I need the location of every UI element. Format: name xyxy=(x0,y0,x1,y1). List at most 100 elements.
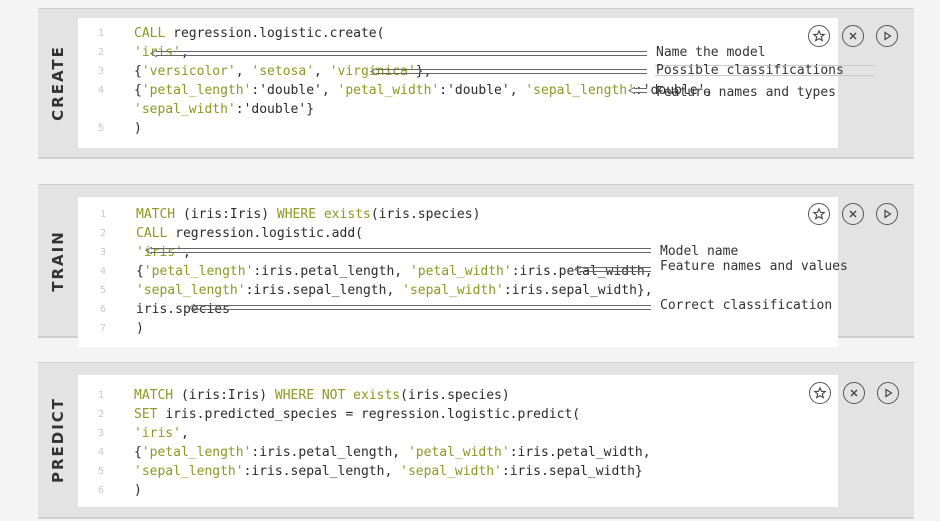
string-token: 'iris' xyxy=(134,426,181,441)
train-annotation-model: Model name xyxy=(660,244,739,259)
create-panel: CREATE 1 CALL regression.logistic.create(… xyxy=(38,8,914,159)
create-code-box[interactable]: 1 CALL regression.logistic.create( 2 'iris'… xyxy=(78,18,838,148)
line-number: 4 xyxy=(99,266,106,277)
code-line: 'sepal_width':'double'} xyxy=(78,100,818,119)
close-icon[interactable] xyxy=(842,203,864,225)
code-line: 7) xyxy=(78,319,818,338)
code-text: MATCH (iris:Iris) WHERE NOT exists(iris.… xyxy=(134,386,510,405)
play-icon[interactable] xyxy=(877,382,899,404)
code-token: { xyxy=(136,264,144,279)
string-token: 'sepal_length' xyxy=(525,83,635,98)
code-token: iris.predicted_species = regression.logi… xyxy=(165,407,581,422)
code-token: :iris.sepal_width} xyxy=(501,464,643,479)
code-text: 'iris', xyxy=(134,424,189,443)
code-line: 4{'petal_length':'double', 'petal_width'… xyxy=(78,81,818,100)
code-line: 1 MATCH (iris:Iris) WHERE NOT exists(iris… xyxy=(78,386,818,405)
code-token: (iris.species) xyxy=(370,207,481,222)
line-number: 5 xyxy=(97,466,104,477)
keyword-token: exists xyxy=(353,388,401,403)
line-number: 5 xyxy=(99,285,106,296)
code-token: regression.logistic.add( xyxy=(175,226,363,241)
create-annotation-features: Feature names and types xyxy=(656,85,837,100)
code-token: ) xyxy=(136,321,144,336)
code-token: , xyxy=(180,45,189,60)
play-icon[interactable] xyxy=(876,25,898,47)
line-number: 2 xyxy=(97,47,104,58)
line-number: 4 xyxy=(97,85,104,96)
create-arrow-features xyxy=(628,86,647,95)
line-number: 1 xyxy=(97,28,104,39)
code-token: :'double'} xyxy=(235,102,315,117)
code-token: { xyxy=(134,64,142,79)
code-line: 5 'sepal_length':iris.sepal_length, 'sepa… xyxy=(78,281,818,300)
code-token: (iris.species) xyxy=(400,388,510,403)
code-token: :'double', xyxy=(251,83,338,98)
create-arrow-model xyxy=(150,49,647,58)
line-number: 1 xyxy=(97,390,104,401)
keyword-token: SET xyxy=(134,407,166,422)
code-text: ) xyxy=(134,119,142,138)
code-token: }, xyxy=(415,64,432,79)
code-line: 3'iris', xyxy=(78,424,818,443)
string-token: 'petal_width' xyxy=(337,83,440,98)
string-token: 'setosa' xyxy=(251,64,315,79)
create-annotation-model: Name the model xyxy=(656,45,766,60)
code-text: ) xyxy=(136,319,144,338)
line-number: 6 xyxy=(97,485,104,496)
code-line: 3{'versicolor', 'setosa', 'virginica'}, xyxy=(78,62,818,81)
code-text: CALL regression.logistic.create( xyxy=(134,24,384,43)
line-number: 2 xyxy=(97,409,104,420)
line-number: 7 xyxy=(99,323,106,334)
code-token: :iris.petal_length, xyxy=(253,264,410,279)
code-text: 'iris', xyxy=(134,43,189,62)
string-token: 'sepal_length' xyxy=(134,464,244,479)
star-icon[interactable] xyxy=(808,25,830,47)
code-line: 2 CALL regression.logistic.add( xyxy=(78,224,818,243)
keyword-token: WHERE NOT xyxy=(274,388,354,403)
predict-actions xyxy=(809,382,899,404)
create-arrow-classifications xyxy=(370,67,647,76)
code-token: , xyxy=(180,426,189,441)
code-token: , xyxy=(314,64,330,79)
code-text: 'sepal_length':iris.sepal_length, 'sepal… xyxy=(136,281,653,300)
create-annotation-classifications: Possible classifications xyxy=(656,63,844,78)
close-icon[interactable] xyxy=(842,25,864,47)
string-token: 'petal_width' xyxy=(407,445,510,460)
line-number: 5 xyxy=(97,123,104,134)
predict-code-box[interactable]: 1 MATCH (iris:Iris) WHERE NOT exists(iris… xyxy=(78,375,838,507)
star-icon[interactable] xyxy=(808,203,830,225)
string-token: 'sepal_width' xyxy=(400,464,502,479)
code-line: 6) xyxy=(78,481,818,500)
code-token: , xyxy=(235,64,252,79)
string-token: 'iris' xyxy=(134,45,181,60)
create-actions xyxy=(808,25,898,47)
predict-panel: PREDICT 1 MATCH (iris:Iris) WHERE NOT exi… xyxy=(38,362,914,519)
code-token: :iris.sepal_length, xyxy=(245,283,403,298)
train-arrow-features xyxy=(574,265,651,274)
code-token: :iris.sepal_length, xyxy=(243,464,401,479)
keyword-token: CALL xyxy=(134,26,174,41)
code-token: (iris:Iris) xyxy=(182,207,277,222)
line-number: 2 xyxy=(99,228,106,239)
code-text: MATCH (iris:Iris) WHERE exists(iris.spec… xyxy=(136,205,480,224)
string-token: 'petal_length' xyxy=(143,264,254,279)
string-token: 'sepal_length' xyxy=(136,283,246,298)
keyword-token: exists xyxy=(323,207,371,222)
train-label: TRAIN xyxy=(49,229,67,292)
predict-label: PREDICT xyxy=(49,396,68,484)
play-icon[interactable] xyxy=(876,203,898,225)
string-token: 'sepal_width' xyxy=(134,102,236,117)
code-token: ) xyxy=(134,121,142,136)
create-annotation-rule-2 xyxy=(655,75,875,76)
line-number: 3 xyxy=(99,247,106,258)
string-token: 'virginica' xyxy=(329,64,416,79)
create-label: CREATE xyxy=(49,45,68,121)
star-icon[interactable] xyxy=(809,382,831,404)
close-icon[interactable] xyxy=(843,382,865,404)
code-token: { xyxy=(134,83,142,98)
code-text: CALL regression.logistic.add( xyxy=(136,224,363,243)
